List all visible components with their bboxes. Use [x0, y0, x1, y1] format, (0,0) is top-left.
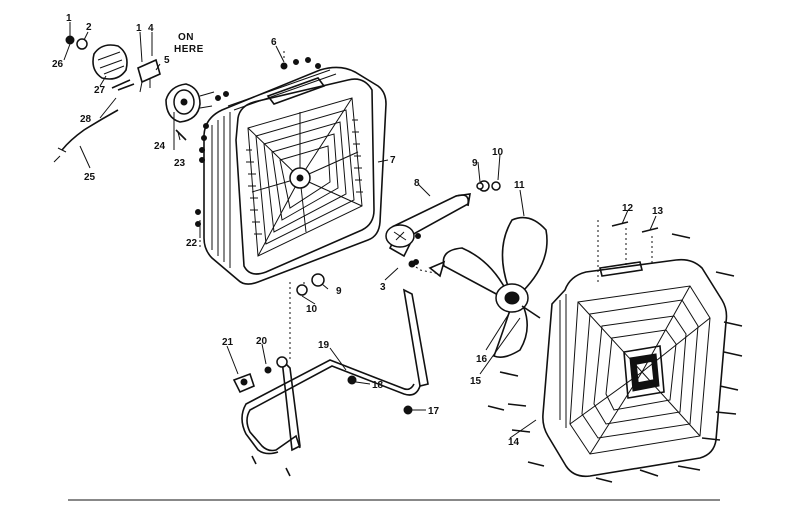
- part-label-18: 18: [372, 380, 384, 391]
- part-label-9-bottom: 9: [336, 286, 342, 297]
- part-label-28: 28: [80, 114, 92, 125]
- part-label-11: 11: [514, 180, 525, 191]
- part-label-13: 13: [652, 206, 664, 217]
- part-label-25: 25: [84, 172, 96, 183]
- part-label-1-top: 1: [66, 13, 72, 24]
- fan-stand: [232, 260, 446, 477]
- part-label-17: 17: [428, 406, 440, 417]
- part-label-19: 19: [318, 340, 330, 351]
- part-label-15: 15: [470, 376, 482, 387]
- leader-lines: [63, 22, 657, 439]
- motor-and-switch-parts: [53, 35, 215, 163]
- part-label-23: 23: [174, 158, 186, 169]
- part-label-21: 21: [222, 337, 234, 348]
- part-label-14: 14: [508, 437, 520, 448]
- callout-line1: ON: [178, 32, 194, 43]
- part-label-7: 7: [390, 155, 396, 166]
- part-label-3: 3: [380, 282, 386, 293]
- part-label-16: 16: [476, 354, 488, 365]
- part-label-2: 2: [86, 22, 92, 33]
- part-label-4: 4: [148, 23, 154, 34]
- part-label-8: 8: [414, 178, 420, 189]
- part-label-10-bottom: 10: [306, 304, 318, 315]
- part-label-1-mid: 1: [136, 23, 142, 34]
- front-grille: [542, 258, 728, 478]
- part-label-20: 20: [256, 336, 268, 347]
- motor-bracket: [385, 180, 501, 258]
- part-label-26: 26: [52, 59, 64, 70]
- part-label-24: 24: [154, 141, 166, 152]
- fan-blade: [442, 216, 548, 358]
- rear-fan-housing: [203, 66, 387, 285]
- callout-line2: HERE: [174, 44, 204, 55]
- part-label-12: 12: [622, 203, 634, 214]
- part-label-27: 27: [94, 85, 106, 96]
- part-label-22: 22: [186, 238, 198, 249]
- part-label-9-top: 9: [472, 158, 478, 169]
- part-label-5: 5: [164, 55, 170, 66]
- grille-screws: [487, 220, 743, 483]
- part-label-10-top: 10: [492, 147, 504, 158]
- part-label-6: 6: [271, 37, 277, 48]
